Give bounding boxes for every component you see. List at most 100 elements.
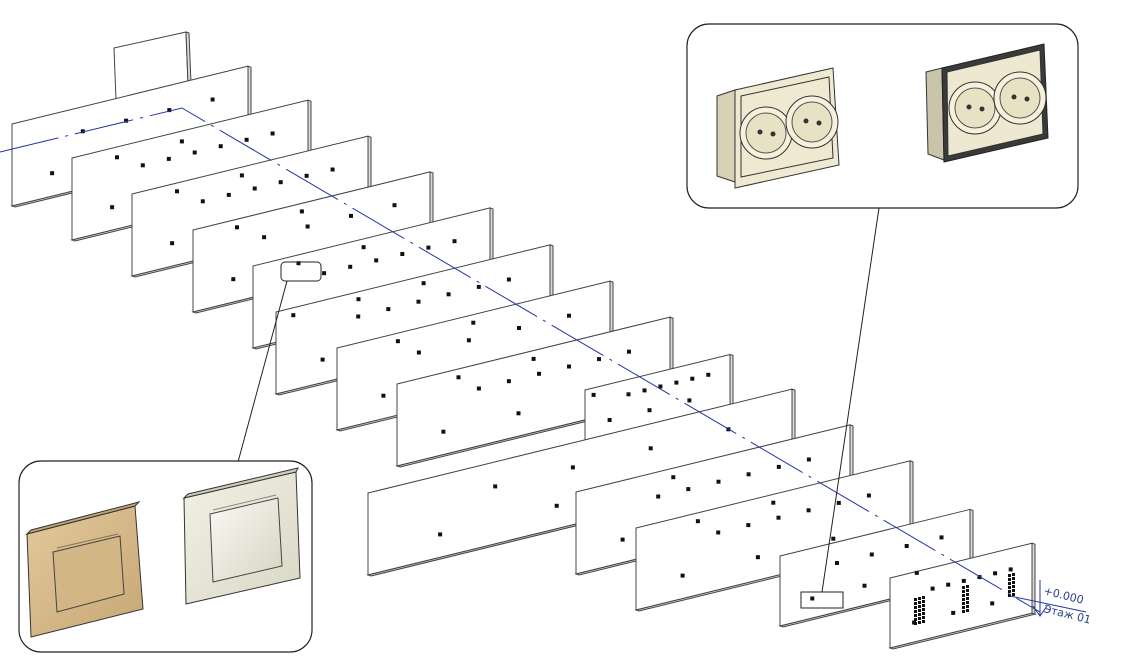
device-grid-group — [914, 573, 1015, 625]
device-marker — [231, 277, 236, 282]
device-marker — [771, 500, 776, 505]
grid-device-marker — [1012, 589, 1015, 592]
device-marker — [400, 252, 405, 256]
grid-device-marker — [918, 621, 921, 624]
grid-device-marker — [922, 596, 925, 599]
device-marker — [381, 393, 386, 398]
grid-device-marker — [966, 593, 969, 596]
grid-device-marker — [1012, 593, 1015, 596]
device-marker — [299, 209, 304, 214]
device-marker — [835, 561, 839, 565]
grid-device-marker — [1008, 574, 1011, 577]
device-marker — [320, 357, 325, 362]
device-marker — [356, 297, 361, 302]
device-marker — [416, 350, 421, 355]
device-marker — [647, 408, 652, 413]
device-marker — [993, 571, 998, 576]
device-marker — [554, 503, 559, 508]
device-marker — [990, 601, 995, 606]
grid-device-marker — [1012, 573, 1015, 576]
double-socket-dark-frame-icon — [925, 43, 1049, 163]
device-marker — [716, 530, 721, 535]
device-marker — [305, 224, 310, 229]
grid-device-marker — [922, 620, 925, 623]
device-marker — [356, 314, 361, 319]
device-marker — [680, 573, 685, 578]
device-marker — [80, 129, 85, 134]
device-marker — [361, 245, 366, 250]
device-marker — [262, 235, 267, 240]
grid-device-marker — [914, 602, 917, 605]
double-socket-icon — [716, 67, 840, 189]
device-marker — [506, 277, 511, 282]
device-marker — [110, 205, 115, 210]
device-marker — [746, 523, 751, 528]
device-marker — [392, 203, 397, 208]
grid-device-marker — [1012, 577, 1015, 580]
device-markers — [50, 97, 1013, 625]
device-marker — [648, 446, 653, 451]
device-marker — [493, 484, 498, 489]
device-marker — [904, 544, 909, 548]
device-marker — [930, 586, 935, 591]
grid-device-marker — [966, 597, 969, 600]
grid-device-marker — [1012, 581, 1015, 584]
device-marker — [627, 349, 631, 354]
wall-side-14 — [1031, 542, 1036, 615]
grid-device-marker — [1008, 594, 1011, 597]
axis-line — [0, 107, 1041, 613]
grid-device-marker — [922, 612, 925, 615]
device-marker — [386, 307, 391, 312]
device-marker — [192, 150, 197, 155]
device-marker — [438, 532, 443, 537]
device-marker — [322, 271, 327, 276]
grid-device-marker — [962, 610, 965, 613]
grid-device-marker — [966, 585, 969, 588]
wall-panels — [10, 31, 1037, 650]
device-marker — [516, 411, 521, 416]
grid-device-marker — [966, 601, 969, 604]
device-marker — [537, 371, 541, 376]
grid-device-marker — [922, 600, 925, 603]
switch-callout — [18, 460, 313, 653]
grid-device-marker — [962, 602, 965, 605]
device-marker — [591, 392, 596, 397]
device-marker — [291, 313, 296, 318]
device-marker — [175, 189, 179, 194]
device-marker — [304, 173, 309, 178]
grid-device-marker — [914, 622, 917, 625]
device-marker — [166, 156, 171, 161]
beige-switch-icon — [25, 501, 144, 638]
grid-device-marker — [914, 598, 917, 601]
device-marker — [179, 139, 184, 144]
device-marker — [961, 578, 966, 583]
grid-device-marker — [1012, 585, 1015, 588]
device-marker — [218, 144, 223, 149]
device-marker — [706, 372, 711, 377]
device-marker — [200, 199, 205, 204]
device-marker — [374, 258, 379, 263]
device-marker — [642, 388, 647, 393]
wall-side-9 — [729, 353, 734, 407]
device-marker — [862, 583, 867, 588]
device-marker — [140, 163, 145, 168]
device-marker — [567, 313, 571, 318]
grid-device-marker — [914, 614, 917, 617]
device-marker — [607, 418, 612, 422]
switch-highlight-box — [280, 261, 322, 282]
device-marker — [776, 515, 781, 520]
grid-device-marker — [914, 606, 917, 609]
device-marker — [620, 537, 625, 542]
device-marker — [656, 494, 661, 499]
device-marker — [914, 570, 919, 575]
device-marker — [746, 472, 751, 477]
device-marker — [466, 338, 471, 343]
device-marker — [597, 357, 601, 362]
device-marker — [687, 398, 692, 403]
device-marker — [1008, 567, 1013, 572]
grid-device-marker — [922, 616, 925, 619]
device-marker — [810, 596, 815, 601]
device-marker — [806, 508, 811, 513]
grid-device-marker — [962, 586, 965, 589]
